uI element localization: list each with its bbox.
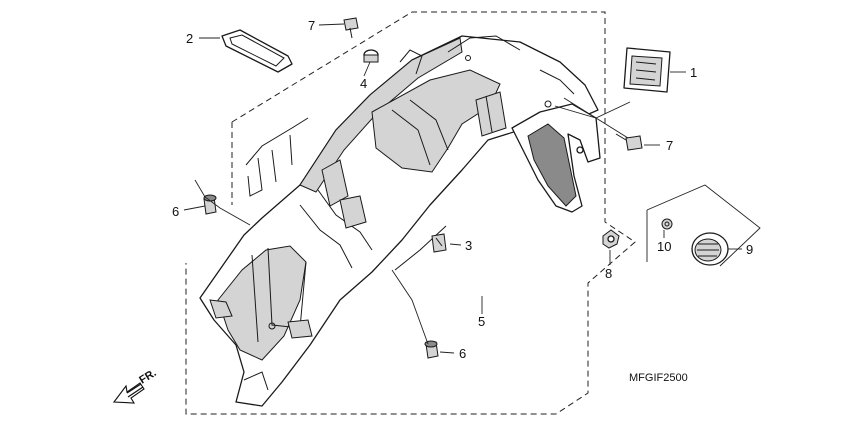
callout-9: 9: [746, 242, 753, 257]
callout-7-upper: 7: [308, 18, 315, 33]
callout-6-upper: 6: [172, 204, 179, 219]
screw-part-7-right: [615, 133, 643, 151]
rear-bracket: [511, 103, 601, 213]
callout-8: 8: [605, 266, 612, 281]
gasket-part-2: [221, 29, 293, 73]
nut-part-10: [661, 218, 673, 230]
rear-fender: [199, 35, 599, 407]
grommet-part-4: [363, 49, 379, 63]
assembly-frame: [185, 11, 636, 415]
bolt-part-6-lower: [424, 340, 439, 359]
callout-6-lower: 6: [459, 346, 466, 361]
callout-3: 3: [465, 238, 472, 253]
callout-2: 2: [186, 31, 193, 46]
clip-nut-part-3: [431, 233, 447, 253]
callout-10: 10: [657, 239, 671, 254]
callout-7-right: 7: [666, 138, 673, 153]
screw-part-7-upper: [343, 17, 359, 39]
leader-lines: [183, 23, 742, 354]
reflector-part-9: [691, 232, 729, 266]
figure-code: MFGIF2500: [629, 372, 688, 384]
front-direction-arrow-icon: FR.: [112, 367, 159, 404]
callout-1: 1: [690, 65, 697, 80]
reflector-part-1: [623, 47, 671, 93]
detail-inset: [646, 184, 761, 267]
callout-5: 5: [478, 314, 485, 329]
callout-4: 4: [360, 76, 367, 91]
nut-part-8: [602, 229, 620, 249]
